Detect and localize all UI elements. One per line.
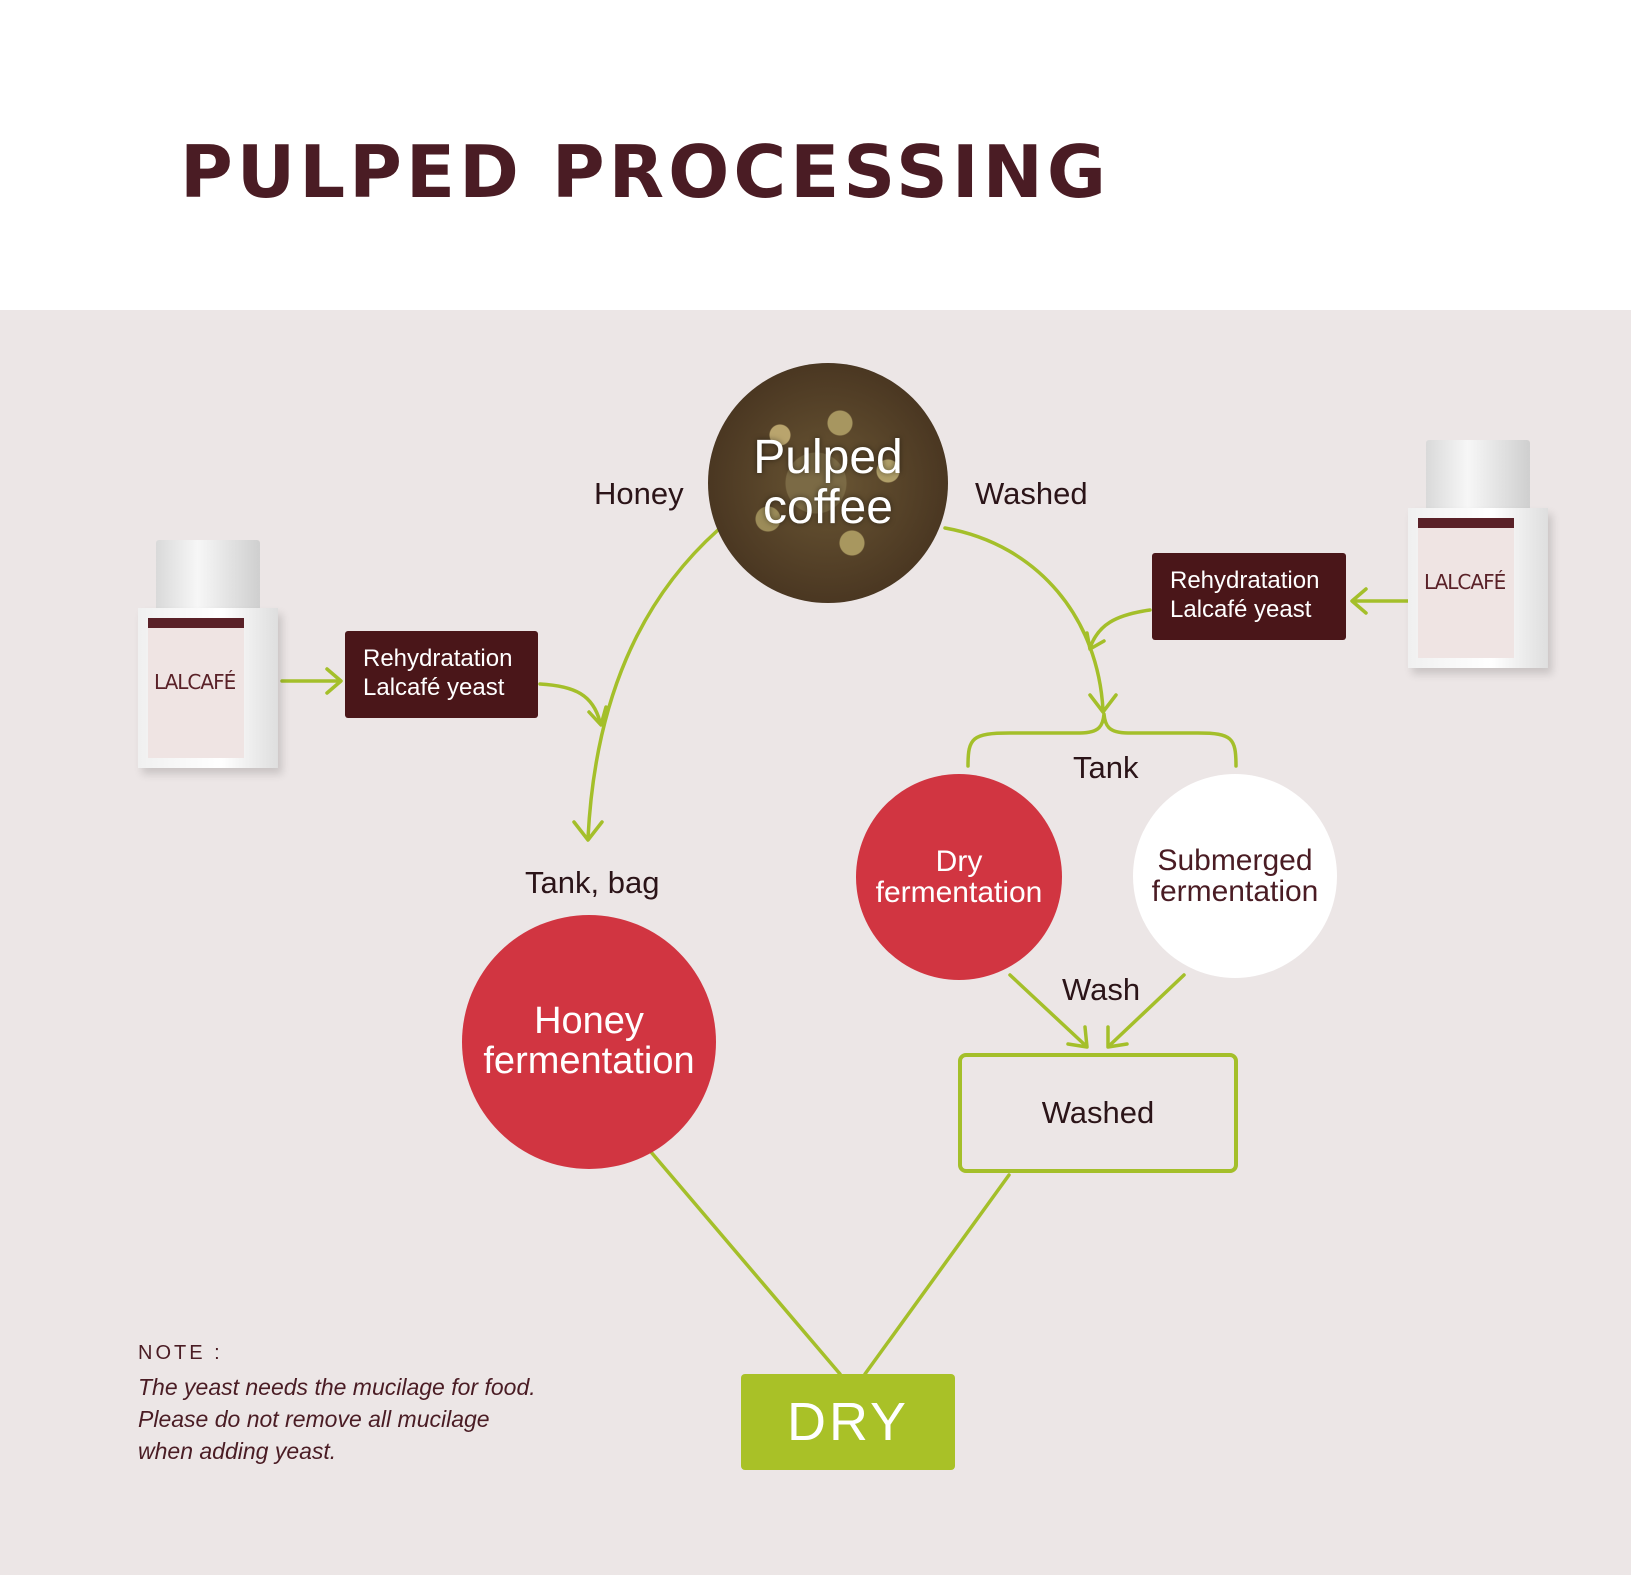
right-yeast-arrow: [1088, 608, 1152, 650]
tank-bag-label: Tank, bag: [525, 865, 660, 900]
left-yeast-arrow-head: [587, 705, 608, 727]
honey-fermentation-line2: fermentation: [483, 1040, 695, 1082]
rehydration-box-right: Rehydratation Lalcafé yeast: [1152, 553, 1346, 640]
right-pack-arrow-head: [1350, 587, 1368, 615]
lalcafe-yeast-pack-left: LALCAFÉ: [138, 540, 278, 770]
sub-ferm-to-washed-arrow: [1108, 973, 1186, 1047]
note-heading: NOTE :: [138, 1342, 223, 1364]
rehydration-left-line1: Rehydratation: [363, 645, 513, 672]
pulped-coffee-line1: Pulped: [753, 430, 903, 484]
dry-fermentation-line1: Dry: [935, 844, 983, 878]
dry-fermentation-line2: fermentation: [875, 876, 1043, 909]
left-yeast-arrow: [538, 682, 602, 724]
washed-to-dry-line: [863, 1173, 1011, 1376]
honey-arrow-head: [572, 820, 604, 842]
tank-label: Tank: [1073, 750, 1139, 785]
washed-arrow: [943, 526, 1105, 712]
submerged-fermentation-line1: Submerged: [1157, 843, 1313, 877]
rehydration-right-line2: Lalcafé yeast: [1170, 595, 1312, 623]
honey-to-dry-line: [649, 1150, 842, 1376]
honey-fermentation-node: Honey fermentation: [462, 915, 716, 1169]
pulped-coffee-line2: coffee: [763, 481, 893, 534]
right-yeast-arrow-head: [1085, 631, 1106, 651]
sub-ferm-to-washed-arrow-head: [1106, 1025, 1129, 1049]
washed-arrow-head: [1088, 693, 1118, 714]
honey-fermentation-line1: Honey: [534, 1000, 644, 1043]
dry-ferm-to-washed-arrow: [1008, 973, 1087, 1047]
note-line-1: The yeast needs the mucilage for food.: [138, 1374, 536, 1400]
page-title: PULPED PROCESSING: [180, 130, 1110, 214]
wash-label: Wash: [1062, 972, 1141, 1007]
note-line-2: Please do not remove all mucilage: [138, 1406, 490, 1432]
dry-fermentation-node: Dry fermentation: [856, 774, 1062, 980]
dry-node: DRY: [741, 1374, 955, 1470]
pack-brand-right: LALCAFÉ: [1424, 570, 1506, 594]
rehydration-right-line1: Rehydratation: [1170, 567, 1320, 594]
dry-node-label: DRY: [786, 1392, 910, 1452]
lalcafe-yeast-pack-right: LALCAFÉ: [1408, 440, 1548, 670]
pack-brand-left: LALCAFÉ: [154, 670, 236, 694]
pulped-coffee-node: Pulped coffee: [708, 363, 948, 603]
rehydration-box-left: Rehydratation Lalcafé yeast: [345, 631, 538, 718]
rehydration-left-line2: Lalcafé yeast: [363, 673, 505, 701]
tank-brace: [966, 712, 1238, 768]
honey-branch-label: Honey: [594, 476, 684, 511]
note-line-3: when adding yeast.: [138, 1438, 337, 1464]
left-pack-arrow-head: [325, 667, 343, 695]
submerged-fermentation-line2: fermentation: [1151, 875, 1319, 908]
note-block: NOTE : The yeast needs the mucilage for …: [138, 1342, 536, 1467]
washed-branch-label: Washed: [975, 476, 1088, 511]
honey-arrow: [586, 528, 720, 840]
dry-ferm-to-washed-arrow-head: [1066, 1025, 1089, 1049]
submerged-fermentation-node: Submerged fermentation: [1133, 774, 1337, 978]
washed-node: Washed: [958, 1053, 1238, 1173]
washed-node-label: Washed: [1041, 1095, 1155, 1130]
